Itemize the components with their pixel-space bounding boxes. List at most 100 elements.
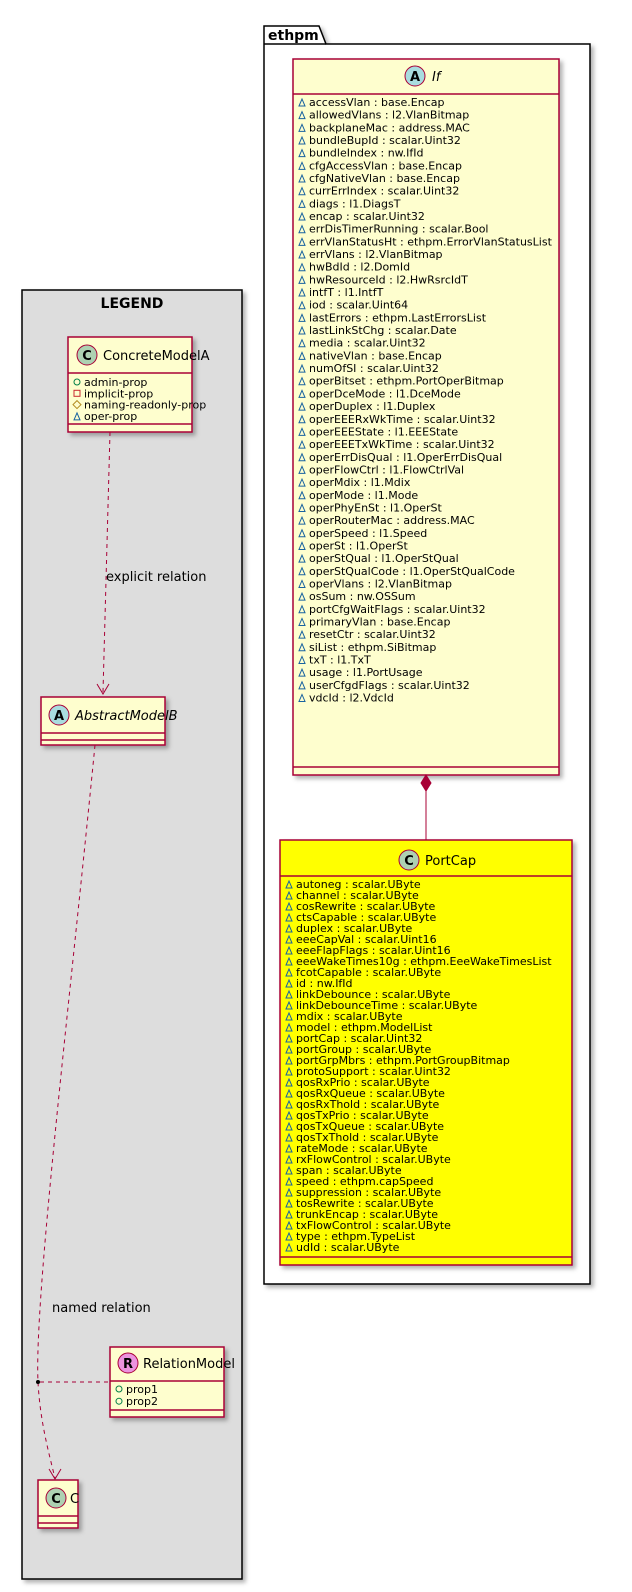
visibility-icon: [285, 1187, 293, 1197]
stereotype-letter: C: [404, 854, 414, 869]
attribute-text: resetCtr : scalar.Uint32: [309, 628, 436, 641]
visibility-icon: [298, 173, 306, 183]
attribute-text: operFlowCtrl : l1.FlowCtrlVal: [309, 463, 464, 476]
visibility-icon: [298, 490, 306, 500]
attribute-text: operMdix : l1.Mdix: [309, 476, 411, 489]
attribute-text: osSum : nw.OSSum: [309, 590, 416, 603]
if-class[interactable]: A If accessVlan : base.EncapallowedVlans…: [292, 58, 560, 776]
class-name: AbstractModelB: [74, 709, 178, 724]
package-name: ethpm: [268, 28, 319, 44]
visibility-icon: [298, 515, 306, 525]
visibility-icon: [298, 604, 306, 614]
visibility-icon: [285, 1088, 293, 1098]
attribute-text: id : nw.IfId: [296, 977, 353, 990]
attribute-text: usage : l1.PortUsage: [309, 666, 423, 679]
attribute-text: channel : scalar.UByte: [296, 889, 419, 902]
visibility-icon: [298, 313, 306, 322]
visibility-icon: [285, 1022, 293, 1032]
attribute-text: primaryVlan : base.Encap: [309, 615, 450, 628]
attribute-text: qosRxQueue : scalar.UByte: [296, 1087, 445, 1100]
class-name: C: [70, 1492, 79, 1507]
c-model-class[interactable]: C C: [37, 1479, 79, 1529]
attribute-text: prop2: [126, 1395, 158, 1408]
visibility-icon: [298, 363, 306, 373]
visibility-icon: [285, 912, 293, 922]
composition-link: [420, 774, 432, 840]
visibility-icon: [285, 1242, 293, 1252]
attribute-text: intfT : l1.IntfT: [309, 286, 384, 299]
portcap-class[interactable]: C PortCap autoneg : scalar.UBytechannel …: [279, 839, 573, 1266]
visibility-icon: [285, 934, 293, 944]
visibility-icon: [298, 300, 306, 310]
relation-stereotype-icon: [117, 1352, 139, 1374]
attribute-text: nativeVlan : base.Encap: [309, 349, 442, 362]
abstract-model-class[interactable]: A AbstractModelB: [40, 696, 178, 746]
visibility-icon: [285, 1209, 293, 1219]
stereotype-letter: A: [410, 70, 420, 85]
visibility-icon: [285, 1143, 293, 1153]
attribute-text: portGrpMbrs : ethpm.PortGroupBitmap: [296, 1054, 510, 1067]
attribute-text: autoneg : scalar.UByte: [296, 878, 421, 891]
class-name: ConcreteModelA: [103, 349, 210, 364]
attribute-text: implicit-prop: [84, 387, 153, 400]
attribute-text: userCfgdFlags : scalar.Uint32: [309, 679, 470, 692]
attribute-text: operDceMode : l1.DceMode: [309, 387, 461, 400]
concrete-model-class[interactable]: C ConcreteModelA admin-propimplicit-prop…: [67, 336, 210, 433]
visibility-icon: [285, 879, 293, 889]
attribute-text: rateMode : scalar.UByte: [296, 1142, 428, 1155]
visibility-icon: [298, 376, 306, 386]
explicit-relation-label: explicit relation: [106, 570, 206, 585]
visibility-icon: [285, 1077, 293, 1087]
visibility-icon: [298, 414, 306, 424]
visibility-icon: [73, 411, 81, 421]
attribute-text: errVlanStatusHt : ethpm.ErrorVlanStatusL…: [309, 235, 553, 248]
visibility-icon: [285, 1011, 293, 1021]
visibility-icon: [285, 1044, 293, 1054]
class-name: PortCap: [425, 854, 476, 869]
legend-panel: LEGEND C ConcreteModelA admin-propimplic…: [21, 289, 243, 1580]
visibility-icon: [285, 1000, 293, 1010]
attribute-text: linkDebounce : scalar.UByte: [296, 988, 451, 1001]
visibility-icon: [73, 389, 81, 397]
named-relation-label: named relation: [52, 1301, 151, 1316]
attribute-text: errVlans : l2.VlanBitmap: [309, 248, 443, 261]
class-name: RelationModel: [143, 1357, 235, 1372]
visibility-icon: [298, 249, 306, 259]
visibility-icon: [298, 224, 306, 234]
visibility-icon: [298, 680, 306, 690]
attribute-text: diags : l1.DiagsT: [309, 197, 401, 210]
attribute-text: allowedVlans : l2.VlanBitmap: [309, 109, 469, 122]
attribute-text: span : scalar.UByte: [296, 1164, 402, 1177]
visibility-icon: [298, 186, 306, 196]
visibility-icon: [298, 503, 306, 512]
attribute-text: lastErrors : ethpm.LastErrorsList: [309, 311, 487, 324]
attribute-text: media : scalar.Uint32: [309, 337, 426, 350]
visibility-icon: [298, 237, 306, 246]
attribute-text: ctsCapable : scalar.UByte: [296, 911, 436, 924]
visibility-icon: [298, 566, 306, 576]
attribute-text: txT : l1.TxT: [309, 653, 371, 666]
abstract-stereotype-icon: [404, 65, 426, 87]
attribute-text: operBitset : ethpm.PortOperBitmap: [309, 375, 504, 388]
attribute-text: eeeWakeTimes10g : ethpm.EeeWakeTimesList: [296, 955, 552, 968]
attribute-text: operVlans : l2.VlanBitmap: [309, 577, 452, 590]
attribute-text: eeeFlapFlags : scalar.Uint16: [296, 944, 451, 957]
attribute-text: operDuplex : l1.Duplex: [309, 400, 436, 413]
visibility-icon: [285, 1099, 293, 1109]
stereotype-letter: A: [54, 709, 64, 724]
concrete-model-attributes: admin-propimplicit-propnaming-readonly-p…: [72, 376, 206, 423]
attribute-text: qosTxThold : scalar.UByte: [296, 1131, 439, 1144]
class-stereotype-icon: [398, 849, 420, 871]
visibility-icon: [298, 287, 306, 297]
class-name: If: [432, 70, 443, 85]
attribute-text: naming-readonly-prop: [84, 399, 206, 412]
attribute-text: portCfgWaitFlags : scalar.Uint32: [309, 603, 486, 616]
visibility-icon: [298, 97, 306, 107]
attribute-text: vdcId : l2.VdcId: [309, 691, 394, 704]
visibility-icon: [298, 135, 306, 145]
visibility-icon: [285, 1121, 293, 1131]
attribute-text: tosRewrite : scalar.UByte: [296, 1197, 434, 1210]
